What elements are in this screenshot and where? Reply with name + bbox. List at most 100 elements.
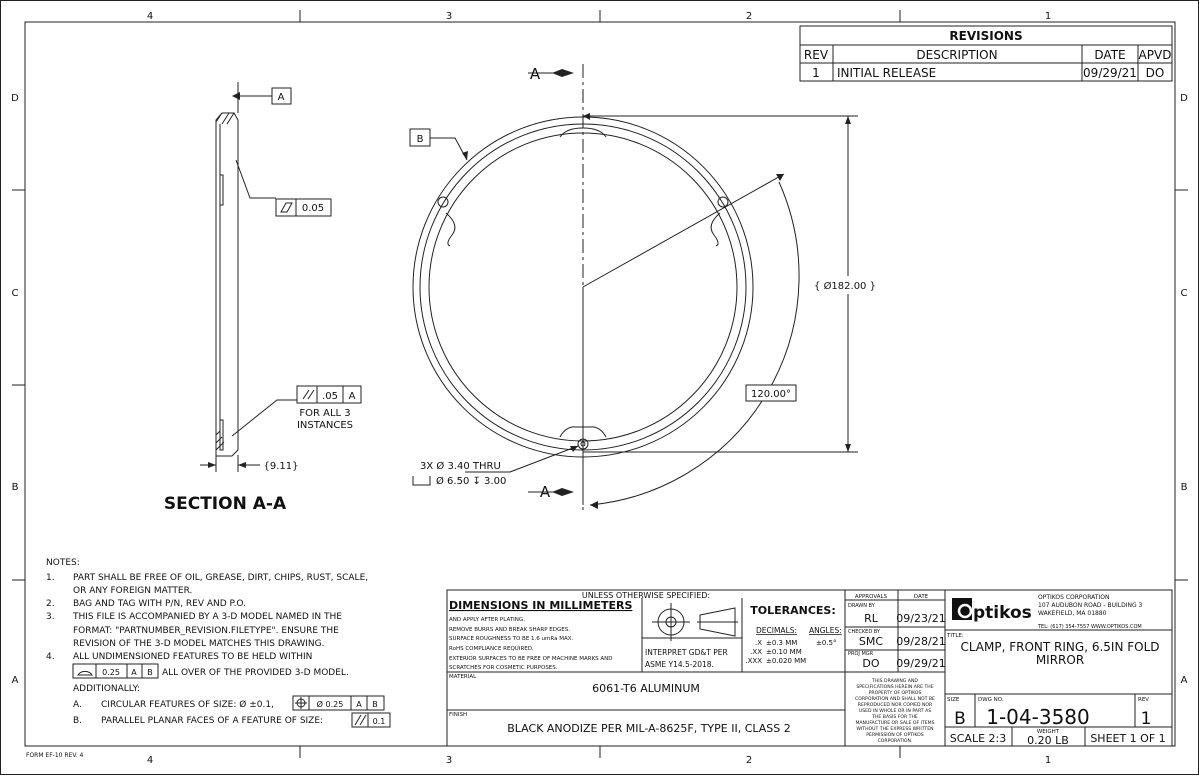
- for-all-instances-1: FOR ALL 3: [299, 408, 350, 419]
- small-note-1: AND APPLY AFTER PLATING.: [449, 617, 525, 623]
- dwg-no-label: DWG NO.: [978, 697, 1004, 703]
- position-datum-a: A: [356, 700, 362, 709]
- finish-value: BLACK ANODIZE PER MIL-A-8625F, TYPE II, …: [507, 722, 791, 735]
- property-line-4: CORPORATION AND SHALL NOT BE: [855, 696, 935, 702]
- notes-title: NOTES:: [46, 558, 80, 568]
- flatness-value: 0.05: [302, 203, 324, 214]
- proj-mgr-label: PROJ MGR: [848, 651, 874, 657]
- note-1-text: PART SHALL BE FREE OF OIL, GREASE, DIRT,…: [73, 573, 368, 583]
- note-1-text-cont: OR ANY FOREIGN MATTER.: [73, 586, 192, 596]
- form-number: FORM EF-10 REV. 4: [26, 752, 83, 759]
- note-a-text: CIRCULAR FEATURES OF SIZE: Ø ±0.1,: [101, 699, 274, 710]
- zone-col-4-top: 4: [147, 11, 153, 22]
- tol-xx: .XX: [750, 648, 762, 656]
- note-3-text: THIS FILE IS ACCOMPANIED BY A 3-D MODEL …: [72, 612, 342, 622]
- rev-row-rev: 1: [812, 66, 820, 80]
- front-view: [409, 64, 858, 510]
- approvals-label: APPROVALS: [855, 594, 888, 600]
- parallel-value: .05: [322, 391, 338, 402]
- note-b-label: B.: [73, 716, 82, 726]
- tolerances-title: TOLERANCES:: [750, 604, 835, 617]
- profile-value: 0.25: [102, 668, 120, 677]
- note-b-text: PARALLEL PLANAR FACES OF A FEATURE OF SI…: [101, 716, 323, 726]
- zone-row-b-right: B: [1181, 482, 1188, 493]
- zone-col-1-bottom: 1: [1045, 755, 1051, 766]
- proj-mgr-date: 09/29/21: [896, 657, 945, 670]
- note-3-num: 3.: [46, 612, 55, 622]
- zone-row-b-left: B: [12, 482, 19, 493]
- zone-row-c-right: C: [1181, 288, 1188, 299]
- zone-col-2-bottom: 2: [746, 755, 752, 766]
- note-4-text: ALL UNDIMENSIONED FEATURES TO BE HELD WI…: [73, 652, 312, 662]
- property-line-3: PROPERTY OF OPTIKOS: [869, 690, 922, 696]
- additionally: ADDITIONALLY:: [73, 684, 140, 694]
- zone-row-d-right: D: [1180, 93, 1188, 104]
- zone-col-2-top: 2: [746, 11, 752, 22]
- section-label: SECTION A-A: [164, 494, 287, 514]
- rev-header-rev: REV: [804, 48, 829, 62]
- checked-by-value: SMC: [859, 635, 883, 648]
- interpret-1: INTERPRET GD&T PER: [645, 648, 728, 657]
- rev-value: 1: [1141, 709, 1152, 729]
- zone-row-a-left: A: [12, 675, 19, 686]
- tol-xxx: .XXX: [745, 657, 762, 665]
- interpret-2: ASME Y14.5-2018.: [645, 660, 714, 669]
- small-note-6: SCRATCHES FOR COSMETIC PURPOSES.: [449, 665, 558, 671]
- property-line-2: SPECIFICATIONS HEREIN ARE THE: [856, 684, 933, 690]
- parallel-datum: A: [349, 391, 356, 402]
- property-line-11: CORPORATION.: [878, 738, 913, 744]
- company-name: OPTIKOS CORPORATION: [1038, 594, 1109, 601]
- checked-date: 09/28/21: [896, 635, 945, 648]
- angles-label: ANGLES:: [809, 626, 842, 635]
- zone-row-d-left: D: [11, 93, 19, 104]
- zone-col-3-bottom: 3: [446, 755, 452, 766]
- decimals-label: DECIMALS:: [756, 626, 797, 635]
- section-mark-top: A: [530, 65, 541, 83]
- drawing-border: [24, 21, 1176, 747]
- finish-label: FINISH: [449, 712, 467, 718]
- company-contact: TEL: (617) 354-7557 WWW.OPTIKOS.COM: [1037, 624, 1142, 630]
- checked-by-label: CHECKED BY: [848, 629, 881, 635]
- size-label: SIZE: [947, 697, 960, 703]
- hole-callout-2: Ø 6.50 ↧ 3.00: [436, 475, 506, 487]
- property-line-5: REPRODUCED NOR COPIED NOR: [858, 702, 933, 708]
- parallel-note-value: 0.1: [373, 717, 386, 726]
- property-line-6: USED IN WHOLE OR IN PART AS: [859, 708, 931, 714]
- rev-label: REV: [1138, 697, 1149, 703]
- drawing-number: 1-04-3580: [986, 705, 1090, 729]
- rev-header-apvd: APVD: [1139, 48, 1172, 62]
- position-datum-b: B: [372, 700, 378, 709]
- revisions-title: REVISIONS: [949, 29, 1022, 43]
- optikos-logo-text: ptikos: [973, 603, 1032, 623]
- drawn-by-value: RL: [864, 612, 879, 625]
- thickness-dimension: {9.11}: [263, 461, 298, 472]
- scale: SCALE 2:3: [950, 732, 1006, 745]
- unless-specified: UNLESS OTHERWISE SPECIFIED:: [582, 591, 710, 600]
- title-block: [446, 589, 1173, 747]
- dimensions-units: DIMENSIONS IN MILLIMETERS: [449, 599, 632, 612]
- zone-col-1-top: 1: [1045, 11, 1051, 22]
- tol-x-value: ±0.3 MM: [766, 639, 797, 647]
- proj-mgr-value: DO: [862, 657, 879, 670]
- weight-value: 0.20 LB: [1027, 734, 1069, 747]
- zone-col-3-top: 3: [446, 11, 452, 22]
- zone-col-4-bottom: 4: [147, 755, 153, 766]
- title-label: TITLE:: [946, 633, 964, 639]
- property-line-7: THE BASIS FOR THE: [871, 714, 918, 720]
- diameter-dimension: { Ø182.00 }: [814, 280, 876, 292]
- small-note-4: RoHS COMPLIANCE REQUIRED.: [449, 646, 534, 652]
- company-address-1: 107 AUDUBON ROAD - BUILDING 3: [1038, 602, 1143, 609]
- section-mark-bottom: A: [540, 483, 551, 501]
- small-note-3: SURFACE ROUGHNESS TO BE 1.6 umRa MAX.: [449, 636, 573, 642]
- profile-frame: [72, 663, 391, 728]
- for-all-instances-2: INSTANCES: [297, 420, 353, 431]
- zone-row-c-left: C: [12, 288, 19, 299]
- property-line-1: THIS DRAWING AND: [871, 678, 918, 684]
- optikos-logo-mark: [952, 598, 972, 620]
- note-2-num: 2.: [46, 599, 55, 609]
- note-1-num: 1.: [46, 573, 55, 583]
- note-2-text: BAG AND TAG WITH P/N, REV AND P.O.: [73, 599, 246, 609]
- rev-header-description: DESCRIPTION: [916, 48, 997, 62]
- profile-datum-b: B: [147, 668, 153, 677]
